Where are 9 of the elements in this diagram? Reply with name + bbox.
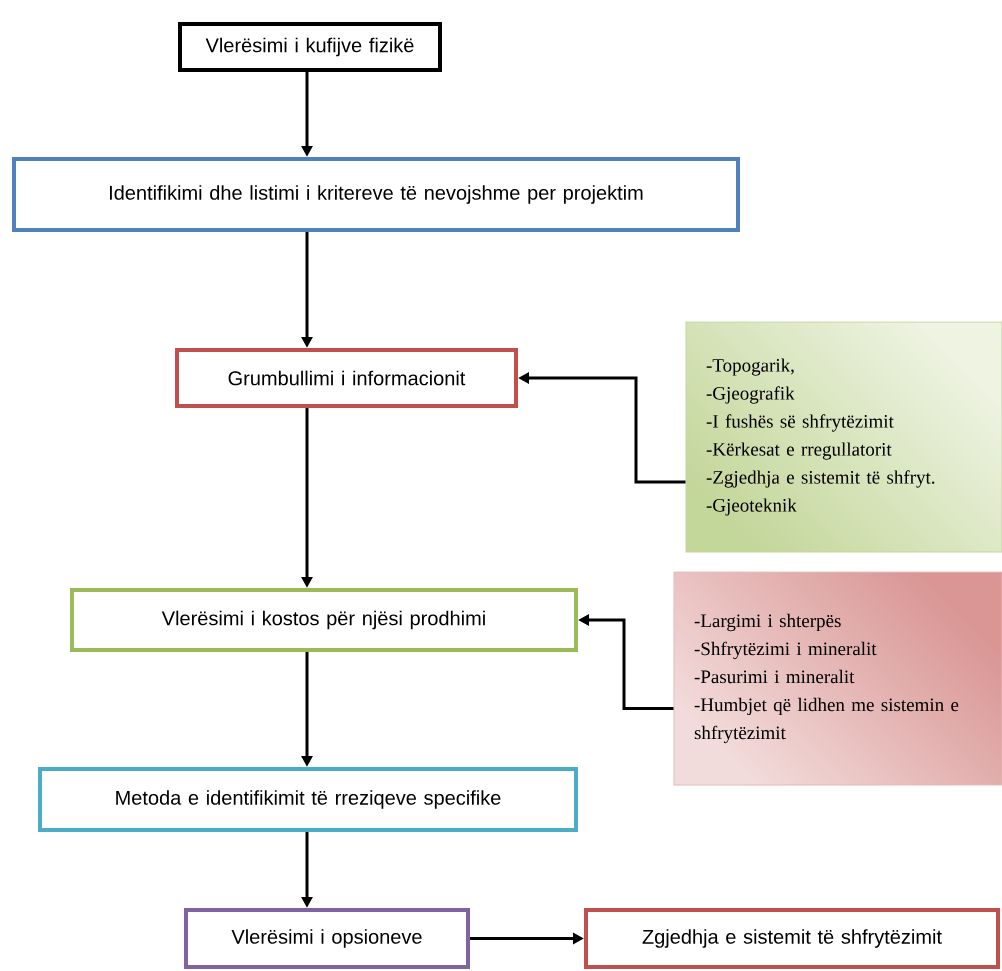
process-box: Grumbullimi i informacionit — [175, 348, 518, 408]
process-box: Metoda e identifikimit të rreziqeve specifike — [38, 767, 578, 832]
process-box: Identifikimi dhe listimi i kritereve të nevojshme per projektim — [12, 157, 740, 232]
note-box: -Largimi i shterpës -Shfrytëzimi i mineralit -Pasurimi i mineralit -Humbjet që lidhen me sistemin e shfrytëzimit — [673, 571, 1002, 786]
note-box: -Topogarik, -Gjeografik -I fushës së shfrytëzimit -Kërkesat e rregullatorit -Zgjedhja e sistemit të shfryt. -Gjeoteknik — [685, 321, 1002, 553]
process-box: Vlerësimi i kostos për njësi prodhimi — [70, 588, 578, 652]
process-box: Vlerësimi i kufijve fizikë — [178, 22, 442, 72]
process-box: Vlerësimi i opsioneve — [184, 908, 470, 969]
process-box: Zgjedhja e sistemit të shfrytëzimit — [584, 908, 1000, 969]
